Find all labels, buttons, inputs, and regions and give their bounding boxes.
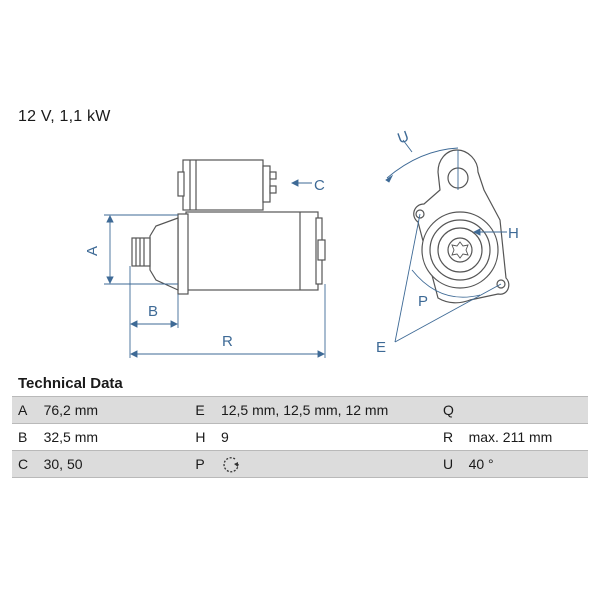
label-c: C (314, 177, 325, 194)
side-dimension-labels: A B C R (84, 177, 325, 350)
spec-key: B (12, 423, 40, 451)
spec-key: C (12, 450, 40, 478)
label-a: A (84, 246, 101, 256)
technical-data-table: A 76,2 mm E 12,5 mm, 12,5 mm, 12 mm Q B … (12, 396, 588, 478)
label-e: E (376, 339, 386, 356)
side-dimensions (104, 179, 326, 358)
spec-value: 30, 50 (39, 450, 190, 478)
spec-value-rotation (216, 450, 437, 478)
spec-value: 12,5 mm, 12,5 mm, 12 mm (216, 396, 437, 424)
table-row: A 76,2 mm E 12,5 mm, 12,5 mm, 12 mm Q (12, 396, 588, 424)
spec-value: max. 211 mm (464, 423, 588, 451)
front-dimensions (385, 139, 507, 343)
spec-key: A (12, 396, 40, 424)
spec-key: Q (436, 396, 465, 424)
drive-housing (177, 213, 189, 295)
spec-key: E (189, 396, 217, 424)
rotation-clockwise-icon (223, 457, 239, 473)
motor-body (185, 211, 319, 291)
pinion (131, 237, 151, 267)
technical-data-title: Technical Data (18, 375, 123, 392)
label-u: U (395, 128, 411, 148)
spec-value (464, 396, 588, 424)
spec-key: U (436, 450, 465, 478)
starter-technical-drawing: A B C R U H P E (84, 128, 519, 358)
spec-value: 32,5 mm (39, 423, 190, 451)
nose-cone (149, 217, 179, 291)
solenoid-cap (262, 165, 271, 203)
label-h: H (508, 225, 519, 242)
spec-key: P (189, 450, 217, 478)
spec-value: 76,2 mm (39, 396, 190, 424)
solenoid-body (182, 159, 264, 211)
voltage-power-spec: 12 V, 1,1 kW (18, 108, 111, 125)
side-view (131, 159, 326, 295)
spec-key: H (189, 423, 217, 451)
table-row: B 32,5 mm H 9 R max. 211 mm (12, 423, 588, 451)
table-row: C 30, 50 P U 40 ° (12, 450, 588, 478)
front-view (413, 149, 510, 304)
spec-key: R (436, 423, 465, 451)
label-b: B (148, 303, 158, 320)
label-p: P (418, 293, 428, 310)
spec-value: 9 (216, 423, 437, 451)
spec-value: 40 ° (464, 450, 588, 478)
label-r: R (222, 333, 233, 350)
